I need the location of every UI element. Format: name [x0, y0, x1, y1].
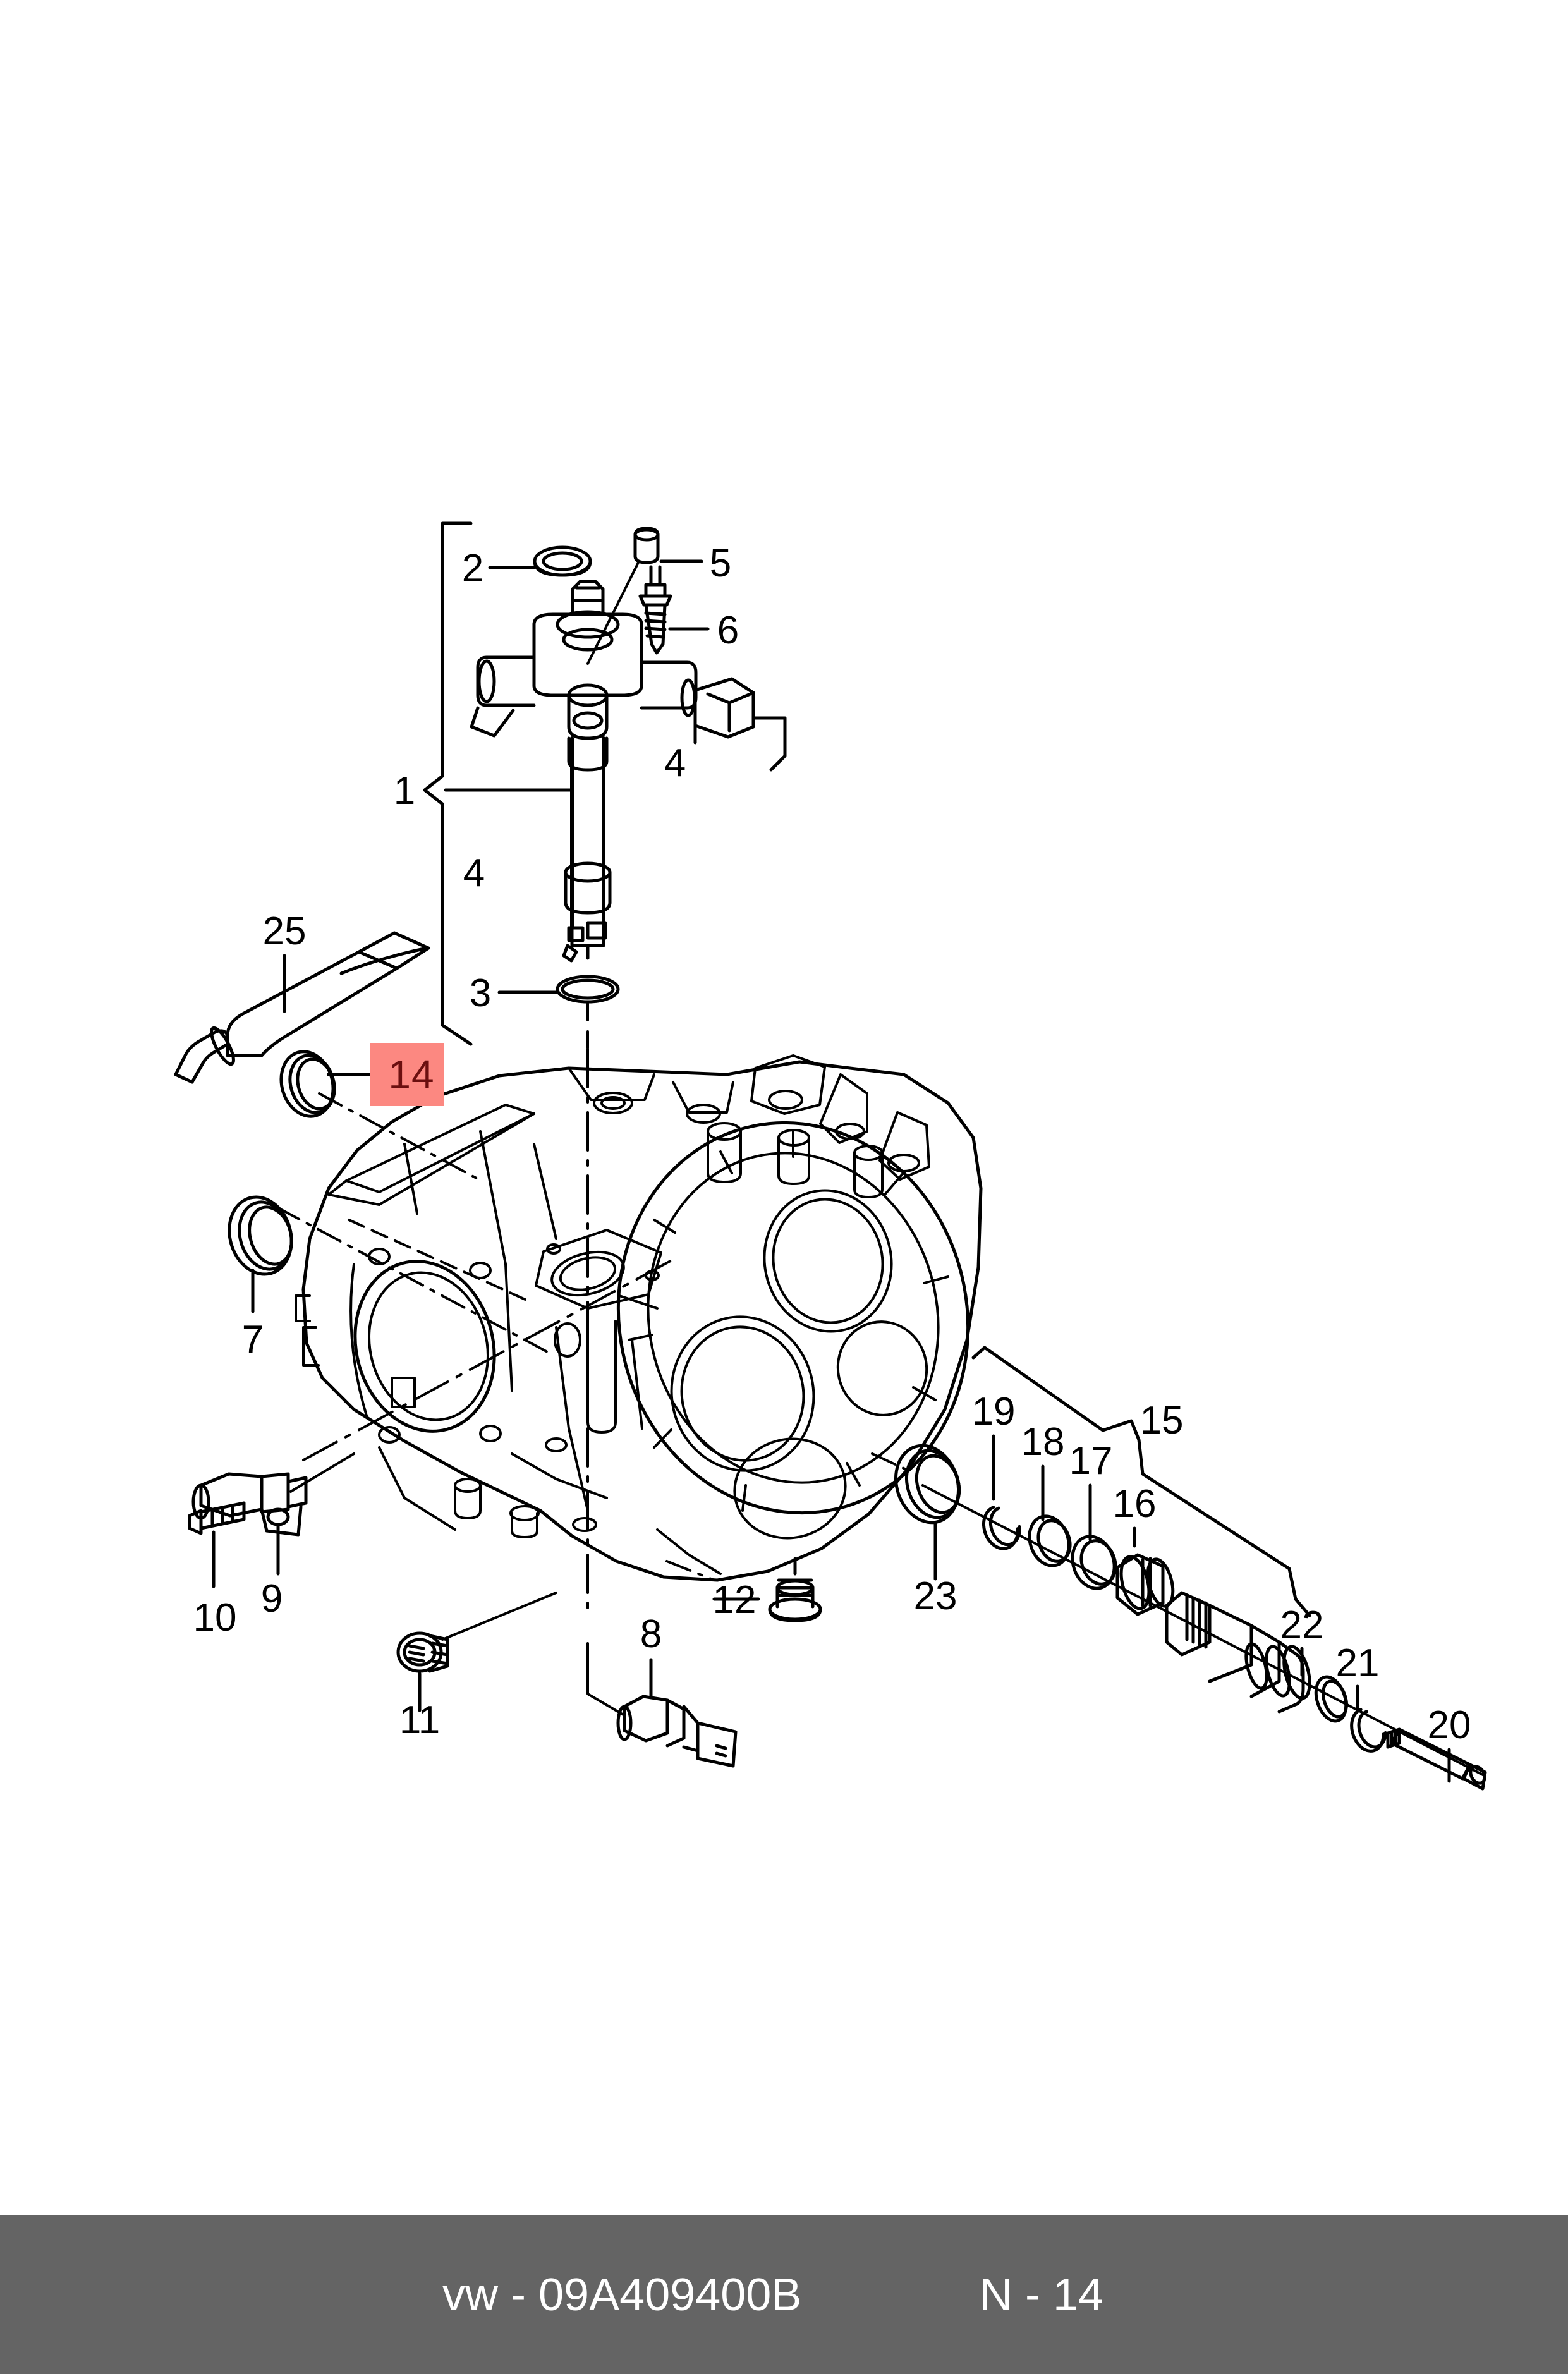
callout-number-25: 25	[263, 910, 307, 953]
callout-number-17: 17	[1069, 1439, 1113, 1483]
transmission-housing	[295, 1048, 983, 1619]
callout-number-6: 6	[717, 609, 739, 652]
callout-number-14: 14	[388, 1052, 435, 1097]
sealant-tube	[174, 931, 430, 1084]
callout-14-highlight[interactable]: 14	[370, 1043, 444, 1106]
callout-number-15: 15	[1140, 1399, 1184, 1442]
callout-number-1: 1	[394, 769, 415, 813]
drain-plug-11	[396, 1592, 557, 1712]
reversing-light-switch-8	[586, 1642, 738, 1768]
callout-number-4a: 4	[463, 851, 485, 895]
callout-number-20: 20	[1428, 1703, 1471, 1747]
speed-sensor-assembly	[188, 1452, 355, 1588]
footer-part-number: vw - 09A409400B	[442, 2269, 802, 2320]
callout-number-10: 10	[193, 1596, 237, 1640]
callout-number-16: 16	[1113, 1482, 1157, 1526]
footer-page-code: N - 14	[980, 2269, 1104, 2320]
callout-number-21: 21	[1336, 1641, 1380, 1685]
footer-bar: vw - 09A409400B N - 14	[0, 2215, 1568, 2374]
callout-number-5: 5	[710, 542, 731, 585]
oil-seal-7	[228, 1195, 550, 1354]
callout-number-11: 11	[399, 1698, 440, 1742]
oil-seal-14	[279, 1050, 485, 1183]
callout-number-2: 2	[462, 547, 483, 590]
technical-diagram: 1 2 3 4 4 5 6 7 8 9 10 11 12 15 16 17 18…	[174, 521, 1487, 1791]
callout-number-18: 18	[1021, 1420, 1065, 1464]
footer-content: vw - 09A409400B N - 14	[0, 2215, 1568, 2374]
bracket-15	[971, 1346, 1311, 1617]
callout-numbers: 1 2 3 4 4 5 6 7 8 9 10 11 12 15 16 17 18…	[193, 542, 1471, 1747]
output-shaft-assembly	[871, 1434, 1487, 1791]
callout-number-7: 7	[242, 1318, 264, 1361]
callout-number-22: 22	[1280, 1604, 1324, 1647]
callout-number-9: 9	[261, 1577, 283, 1621]
exploded-view-drawing: 1 2 3 4 4 5 6 7 8 9 10 11 12 15 16 17 18…	[174, 521, 1487, 1791]
callout-number-12: 12	[713, 1578, 757, 1622]
callout-number-23: 23	[914, 1574, 957, 1618]
callout-number-19: 19	[972, 1390, 1016, 1434]
callout-number-8: 8	[640, 1612, 662, 1656]
gear-shift-tower	[470, 527, 787, 1076]
filler-plug-12	[712, 1557, 822, 1622]
bracket-1	[423, 521, 473, 1046]
callout-number-4b: 4	[664, 741, 686, 785]
callout-number-3: 3	[470, 971, 491, 1015]
